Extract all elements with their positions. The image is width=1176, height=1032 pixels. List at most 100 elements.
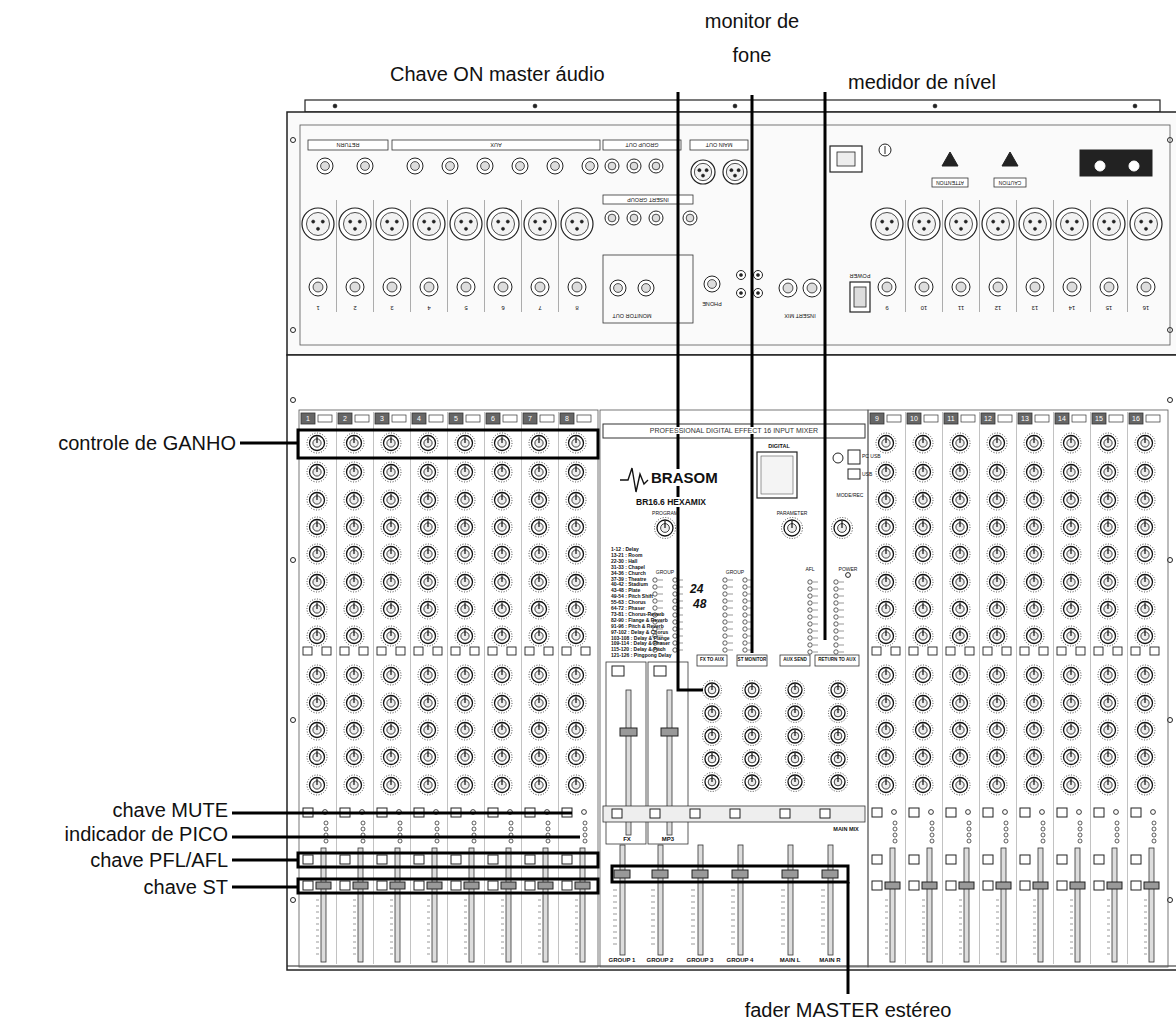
fader-tick bbox=[651, 920, 655, 921]
screw bbox=[291, 138, 296, 143]
jack-hole bbox=[1030, 282, 1040, 292]
fader-tick bbox=[538, 942, 541, 943]
xlr-pin bbox=[358, 220, 361, 223]
knob-pointer bbox=[464, 466, 465, 473]
knob-scale bbox=[492, 665, 512, 685]
knob-scale bbox=[703, 704, 722, 723]
knob bbox=[879, 520, 894, 535]
xlr-pin bbox=[427, 227, 430, 230]
knob-scale bbox=[1098, 720, 1118, 740]
screw bbox=[291, 398, 296, 403]
callout-label: medidor de nível bbox=[848, 70, 1058, 94]
knob-scale bbox=[1135, 665, 1155, 685]
xlr-pin bbox=[1070, 227, 1073, 230]
rear-channel-number: 4 bbox=[421, 304, 437, 311]
led bbox=[653, 578, 657, 582]
peak-led bbox=[1078, 827, 1082, 831]
xlr-pin bbox=[506, 220, 509, 223]
knob-pointer bbox=[996, 548, 997, 555]
fader-tick bbox=[959, 954, 962, 955]
led bbox=[723, 592, 727, 596]
knob bbox=[1064, 778, 1079, 793]
rear-divider bbox=[521, 200, 522, 312]
jack bbox=[649, 211, 663, 225]
ground-symbol bbox=[885, 146, 886, 154]
peak-led bbox=[930, 821, 934, 825]
power-socket-inner bbox=[837, 152, 855, 166]
fader-cap bbox=[390, 882, 405, 889]
screw bbox=[291, 718, 296, 723]
fader-tick bbox=[575, 930, 578, 931]
knob-scale bbox=[381, 433, 401, 453]
knob bbox=[1027, 602, 1042, 617]
knob-scale bbox=[566, 693, 586, 713]
knob-pointer bbox=[959, 494, 960, 501]
warning-triangle bbox=[1002, 152, 1018, 166]
jack-hole bbox=[608, 162, 616, 170]
knob-pointer bbox=[390, 603, 391, 610]
knob bbox=[310, 602, 325, 617]
knob-pointer bbox=[1070, 437, 1071, 444]
fader-cap bbox=[538, 882, 553, 889]
knob-pointer bbox=[837, 684, 838, 690]
knob-scale bbox=[529, 775, 549, 795]
knob-scale bbox=[1024, 433, 1044, 453]
fader-tick bbox=[691, 938, 695, 939]
rear-section-label: MONITOR OUT bbox=[612, 312, 652, 319]
knob bbox=[310, 629, 325, 644]
knob bbox=[384, 520, 399, 535]
fader-tick bbox=[353, 900, 356, 901]
knob-scale bbox=[950, 775, 970, 795]
mute-button bbox=[983, 808, 993, 817]
knob bbox=[1101, 750, 1116, 765]
knob bbox=[953, 696, 968, 711]
knob-pointer bbox=[1033, 466, 1034, 473]
effect-list-item: 73-81 : Chorus-Reverb bbox=[611, 611, 675, 617]
peak-led bbox=[472, 827, 476, 831]
fader-tick bbox=[353, 924, 356, 925]
knob-pointer bbox=[711, 776, 712, 782]
fader-slot bbox=[1001, 848, 1006, 962]
fader-tick bbox=[1070, 912, 1073, 913]
channel-tab bbox=[907, 413, 921, 424]
jack bbox=[1137, 278, 1155, 296]
rear-channel-number: 2 bbox=[347, 304, 363, 311]
knob bbox=[347, 723, 362, 738]
power-switch bbox=[850, 282, 870, 312]
knob-pointer bbox=[794, 730, 795, 736]
knob-pointer bbox=[1107, 697, 1108, 704]
peak-led bbox=[1152, 833, 1156, 837]
channel-number: 8 bbox=[560, 414, 574, 423]
rear-channel-number: 15 bbox=[1101, 304, 1117, 311]
brand-logo: BRASOM bbox=[650, 469, 730, 486]
peak-led bbox=[398, 827, 402, 831]
xlr-inner bbox=[380, 212, 403, 235]
peak-led bbox=[324, 821, 328, 825]
knob bbox=[916, 629, 931, 644]
fader-tick bbox=[996, 942, 999, 943]
fader-tick bbox=[922, 954, 925, 955]
rear-frame bbox=[300, 125, 1170, 345]
button bbox=[872, 647, 881, 655]
knob bbox=[831, 752, 845, 766]
format-logo: 24 bbox=[690, 583, 714, 596]
xlr-socket bbox=[487, 208, 519, 240]
knob-scale bbox=[418, 599, 438, 619]
knob-scale bbox=[307, 599, 327, 619]
fader-tick bbox=[885, 942, 888, 943]
fader-tick bbox=[501, 942, 504, 943]
knob bbox=[458, 465, 473, 480]
knob bbox=[421, 696, 436, 711]
fader-tick bbox=[651, 944, 655, 945]
fader-label: GROUP 2 bbox=[642, 957, 678, 964]
fader-tick bbox=[1144, 912, 1147, 913]
knob-scale bbox=[566, 665, 586, 685]
xlr-pin bbox=[1144, 227, 1147, 230]
jack-hole bbox=[642, 284, 651, 293]
peak-led bbox=[1078, 839, 1082, 843]
knob bbox=[784, 520, 800, 536]
fader-tick bbox=[390, 948, 393, 949]
knob-scale bbox=[987, 775, 1007, 795]
jack-hole bbox=[516, 162, 525, 171]
fader-tick bbox=[1107, 948, 1110, 949]
